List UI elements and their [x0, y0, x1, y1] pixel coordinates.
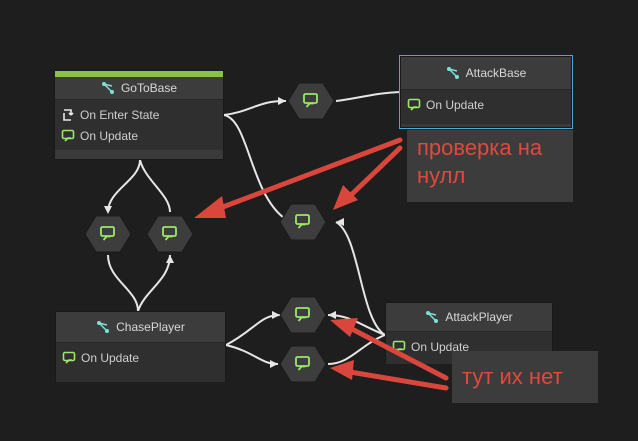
arrowhead	[278, 97, 286, 105]
edge-attackplayer-to-mid-transition	[335, 221, 386, 336]
arrowhead	[270, 360, 278, 368]
event-on-update[interactable]: On Update	[56, 347, 225, 368]
arrowhead	[104, 206, 112, 214]
state-icon	[97, 321, 110, 333]
event-label: On Enter State	[80, 107, 160, 122]
edge-transition-to-attackbase	[335, 91, 401, 102]
event-on-update[interactable]: On Update	[401, 94, 571, 115]
transition-chase-attack-lower[interactable]	[279, 345, 327, 383]
state-header: GoToBase	[55, 77, 223, 100]
state-icon	[101, 82, 114, 94]
update-icon	[62, 351, 76, 364]
event-label: On Update	[426, 97, 485, 112]
edge-chase-to-upper-lower-transition	[225, 314, 281, 346]
annotation-null-check: проверка на нулл	[407, 130, 573, 202]
update-icon	[392, 340, 406, 353]
arrowhead	[166, 255, 174, 263]
annotation-text: проверка на нулл	[417, 135, 543, 188]
state-node-chaseplayer[interactable]: ChasePlayer On Update	[55, 311, 226, 382]
transition-icon	[279, 296, 327, 334]
arrowhead	[328, 311, 336, 319]
transition-chase-to-goto[interactable]	[84, 215, 132, 253]
edge-goto-to-right-transition	[139, 159, 171, 213]
state-icon	[426, 311, 439, 323]
transition-chase-attack-upper[interactable]	[279, 296, 327, 334]
state-title: AttackBase	[465, 66, 527, 80]
edge-attackplayer-to-bottom-transition	[327, 334, 386, 365]
arrowhead	[336, 218, 344, 226]
transition-icon	[279, 203, 327, 241]
state-node-gotobase[interactable]: GoToBase On Enter State On Update	[54, 70, 224, 160]
state-node-attackbase[interactable]: AttackBase On Update	[399, 55, 573, 129]
transition-icon	[287, 82, 335, 120]
transition-goto-to-attackbase[interactable]	[287, 82, 335, 120]
event-label: On Update	[81, 350, 140, 365]
state-icon	[446, 67, 459, 79]
state-header: AttackBase	[401, 57, 571, 90]
arrowhead	[272, 311, 280, 319]
edge-goto-to-attackbase	[223, 99, 287, 116]
annotation-text: тут их нет	[462, 364, 563, 389]
state-title: ChasePlayer	[116, 320, 185, 334]
edge-chase-to-right-transition	[137, 254, 171, 312]
update-icon	[61, 129, 75, 142]
enter-state-icon	[63, 108, 74, 121]
transition-goto-to-chase[interactable]	[146, 215, 194, 253]
event-on-enter-state[interactable]: On Enter State	[55, 104, 223, 125]
transition-icon	[146, 215, 194, 253]
edge-chase-to-left-transition	[107, 254, 139, 312]
state-title: AttackPlayer	[445, 310, 513, 324]
transition-icon	[84, 215, 132, 253]
state-header: ChasePlayer	[56, 312, 225, 343]
event-label: On Update	[80, 128, 139, 143]
state-header: AttackPlayer	[386, 303, 552, 332]
transition-mid[interactable]	[279, 203, 327, 241]
state-title: GoToBase	[120, 81, 178, 95]
annotation-missing: тут их нет	[452, 351, 598, 403]
edge-goto-to-left-transition	[107, 159, 141, 213]
event-on-update[interactable]: On Update	[55, 125, 223, 146]
state-accent-bar	[55, 71, 223, 77]
transition-icon	[279, 345, 327, 383]
update-icon	[407, 98, 421, 111]
